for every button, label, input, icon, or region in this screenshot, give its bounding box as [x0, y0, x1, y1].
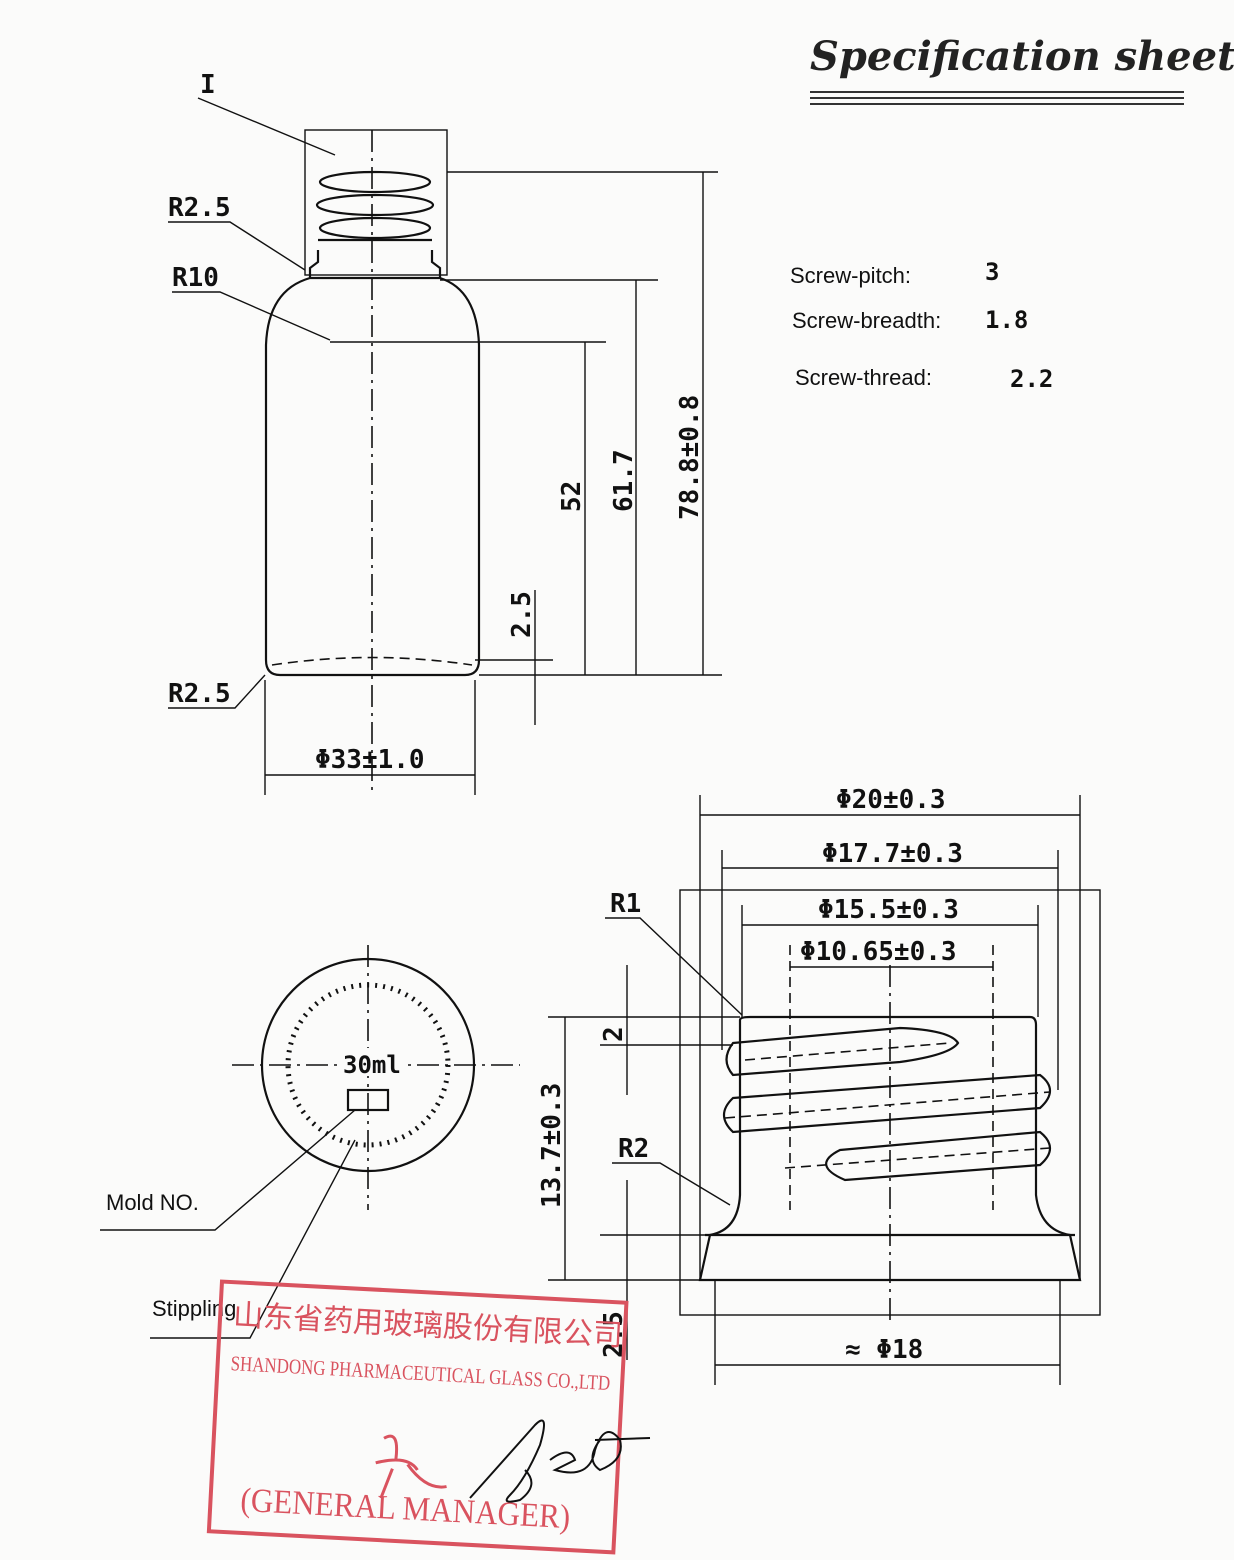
mold-number-label: Mold NO.: [106, 1190, 199, 1215]
body-height-dim: 52: [557, 481, 587, 512]
detail-marker: I: [200, 70, 216, 100]
spec-label: Screw-pitch:: [790, 263, 911, 288]
stippling-label: Stippling: [152, 1296, 236, 1321]
neck-finish-detail: [548, 795, 1101, 1385]
radius-r1-label: R1: [610, 889, 641, 919]
neck-height-dim: 13.7±0.3: [537, 1083, 567, 1208]
outer-diameter-dim: Φ20±0.3: [836, 785, 946, 815]
spec-label: Screw-thread:: [795, 365, 932, 390]
thread-diameter-dim: Φ17.7±0.3: [822, 839, 963, 869]
screw-specs: Screw-pitch: 3 Screw-breadth: 1.8 Screw-…: [790, 258, 1053, 393]
bottle-side-view: [168, 97, 722, 795]
radius-neck-label: R2.5: [168, 193, 231, 223]
total-height-dim: 78.8±0.8: [675, 395, 705, 520]
diameter-dim: Φ33±1.0: [315, 745, 425, 775]
base-height-dim: 2.5: [507, 591, 537, 638]
company-stamp: 山东省药用玻璃股份有限公司 SHANDONG PHARMACEUTICAL GL…: [206, 1279, 629, 1555]
spec-value: 1.8: [985, 306, 1028, 334]
stamp-company-en: SHANDONG PHARMACEUTICAL GLASS CO.,LTD: [230, 1351, 611, 1395]
sheet-title: Specification sheet: [810, 33, 1234, 80]
neck-diameter-dim: Φ15.5±0.3: [818, 895, 959, 925]
spec-value: 3: [985, 258, 999, 286]
stamp-seal-signature: [375, 1434, 447, 1499]
spec-label: Screw-breadth:: [792, 308, 941, 333]
bore-diameter-dim: Φ10.65±0.3: [800, 937, 957, 967]
shoulder-height-dim: 61.7: [609, 449, 639, 512]
stamp-company-cn: 山东省药用玻璃股份有限公司: [232, 1299, 623, 1352]
stamp-role: (GENERAL MANAGER): [240, 1482, 571, 1536]
radius-base-label: R2.5: [168, 679, 231, 709]
title-underline: [810, 91, 1184, 105]
radius-shoulder-label: R10: [172, 263, 219, 293]
capacity-label: 30ml: [343, 1051, 401, 1079]
spec-value: 2.2: [1010, 365, 1053, 393]
base-diameter-dim: ≈ Φ18: [845, 1335, 923, 1365]
radius-r2-label: R2: [618, 1134, 649, 1164]
bottle-bottom-view: [100, 945, 520, 1339]
thread-offset-dim: 2: [599, 1026, 629, 1042]
handwritten-signature: [469, 1419, 651, 1503]
